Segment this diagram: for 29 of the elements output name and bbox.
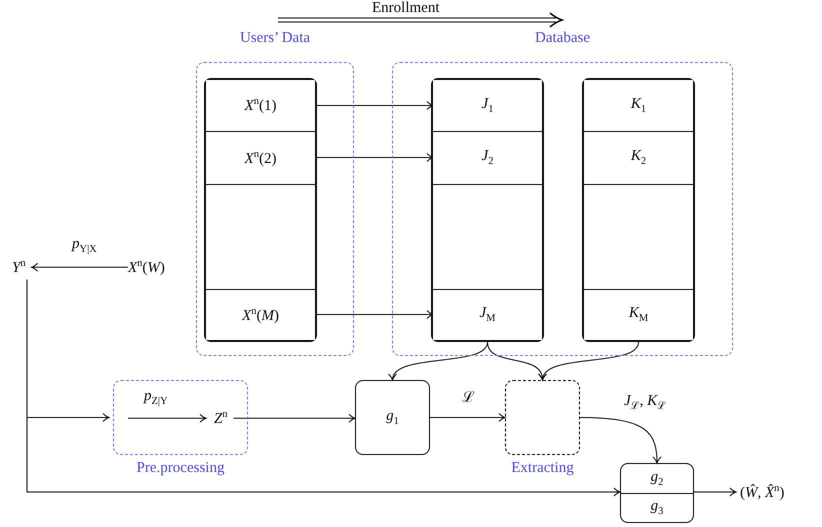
cell-label: K$_{2}$	[630, 148, 646, 168]
cell-label: X$^{n}$(2)	[244, 148, 276, 168]
group-title: Extracting	[510, 460, 575, 477]
record-cell	[433, 289, 542, 340]
data-column	[582, 78, 695, 342]
data-column	[204, 78, 317, 342]
function-label: g$_{1}$	[386, 408, 399, 428]
group-title: Pre.processing	[136, 460, 226, 477]
group-title: Database	[534, 30, 591, 47]
math-label: Z$^{n}$	[214, 409, 228, 428]
math-label: X$^{n}$(W)	[128, 258, 165, 276]
data-column	[431, 78, 544, 342]
group-title: Users’ Data	[238, 30, 312, 47]
cell-label: K$_{1}$	[630, 96, 646, 116]
cell-label: J$_{2}$	[482, 148, 494, 168]
math-label: (Ŵ, X̂$^{n}$)	[740, 483, 784, 502]
record-cell	[206, 289, 315, 340]
cell-label: X$^{n}$(M)	[242, 306, 279, 324]
function-label: g$_{3}$	[650, 498, 664, 518]
cell-label: J$_{M}$	[479, 305, 496, 325]
function-box	[620, 463, 694, 523]
function-label: g$_{2}$	[650, 468, 664, 488]
math-label: Y$^{n}$	[12, 258, 26, 276]
cell-label: X$^{n}$(1)	[244, 96, 276, 115]
record-cell	[584, 289, 693, 340]
cell-label: J$_{1}$	[482, 96, 494, 116]
cell-label: K$_{M}$	[628, 305, 648, 325]
function-box	[355, 380, 430, 455]
arrow-label: Enrollment	[371, 0, 440, 16]
